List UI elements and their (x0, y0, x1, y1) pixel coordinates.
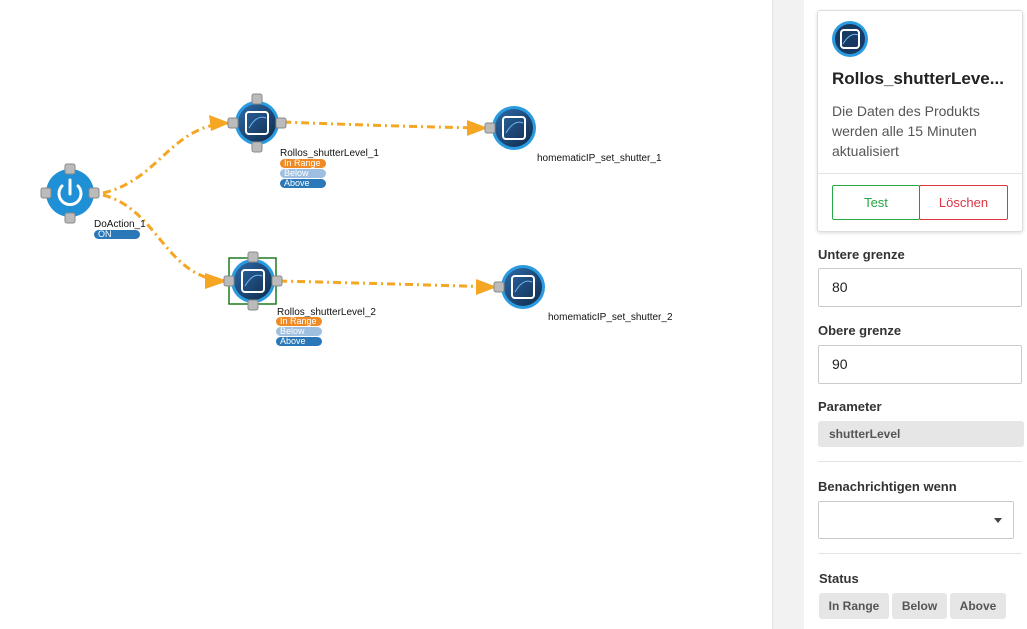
tag-above: Above (280, 179, 326, 188)
divider (818, 553, 1022, 554)
homematic-device-icon (495, 109, 533, 147)
port-handle[interactable] (271, 275, 283, 287)
delete-button[interactable]: Löschen (919, 185, 1008, 220)
flow-graph[interactable] (0, 0, 772, 629)
node-label-level1: Rollos_shutterLevel_1 (280, 148, 379, 159)
tag-below: Below (276, 327, 322, 336)
chevron-down-icon (994, 518, 1002, 523)
notify-label: Benachrichtigen wenn (818, 479, 957, 494)
status-label: Status (819, 571, 859, 586)
lower-limit-label: Untere grenze (818, 247, 905, 262)
homematic-device-icon (234, 262, 272, 300)
upper-limit-label: Obere grenze (818, 323, 902, 338)
node-label-doaction: DoAction_1 (94, 219, 146, 230)
port-handle[interactable] (275, 117, 287, 129)
node-level2[interactable] (223, 251, 283, 311)
port-handle[interactable] (247, 299, 259, 311)
node-set2[interactable] (493, 265, 545, 309)
homematic-device-icon (504, 268, 542, 306)
upper-limit-input[interactable]: 90 (818, 345, 1022, 384)
port-handle[interactable] (484, 122, 496, 134)
card-title: Rollos_shutterLeve... (832, 69, 1004, 88)
port-handle[interactable] (251, 93, 263, 105)
tag-below: Below (280, 169, 326, 178)
card-description: Die Daten des Produkts werden alle 15 Mi… (832, 103, 980, 159)
node-label-level2: Rollos_shutterLevel_2 (277, 307, 376, 318)
status-above-chip[interactable]: Above (950, 593, 1006, 619)
port-handle[interactable] (251, 141, 263, 153)
arrowhead-icon (209, 115, 230, 131)
arrowhead-icon (476, 279, 497, 295)
notify-select[interactable] (818, 501, 1014, 539)
port-handle[interactable] (227, 117, 239, 129)
tag-above: Above (276, 337, 322, 346)
node-info-card: Rollos_shutterLeve... Die Daten des Prod… (817, 10, 1023, 232)
edge-doaction-level2[interactable] (102, 193, 229, 289)
tag-in-range: In Range (276, 317, 322, 326)
port-handle[interactable] (64, 212, 76, 224)
tag-on: ON (94, 230, 140, 239)
port-handle[interactable] (64, 163, 76, 175)
parameter-chip: shutterLevel (818, 421, 1024, 447)
port-handle[interactable] (223, 275, 235, 287)
node-doaction[interactable] (40, 163, 100, 224)
lower-limit-input[interactable]: 80 (818, 268, 1022, 307)
divider (818, 173, 1022, 174)
test-button[interactable]: Test (832, 185, 920, 220)
edge-level1-set1[interactable] (282, 120, 489, 136)
panel-splitter[interactable] (772, 0, 804, 629)
arrowhead-icon (205, 273, 228, 289)
homematic-device-icon (238, 104, 276, 142)
port-handle[interactable] (247, 251, 259, 263)
edge-level2-set2[interactable] (278, 279, 498, 295)
node-label-set2: homematicIP_set_shutter_2 (548, 312, 673, 323)
port-handle[interactable] (88, 187, 100, 199)
node-level1[interactable] (227, 93, 287, 153)
edge-doaction-level1[interactable] (102, 115, 231, 195)
parameter-label: Parameter (818, 399, 882, 414)
divider (818, 461, 1022, 462)
status-below-chip[interactable]: Below (892, 593, 947, 619)
tag-in-range: In Range (280, 159, 326, 168)
port-handle[interactable] (40, 187, 52, 199)
port-handle[interactable] (493, 281, 505, 293)
flow-canvas[interactable]: DoAction_1 ON Rollos_shutterLevel_1 In R… (0, 0, 772, 629)
node-label-set1: homematicIP_set_shutter_1 (537, 153, 662, 164)
arrowhead-icon (467, 120, 488, 136)
homematic-device-icon (832, 21, 868, 57)
properties-panel: Rollos_shutterLeve... Die Daten des Prod… (804, 0, 1027, 629)
node-set1[interactable] (484, 106, 536, 150)
status-in-range-chip[interactable]: In Range (819, 593, 889, 619)
